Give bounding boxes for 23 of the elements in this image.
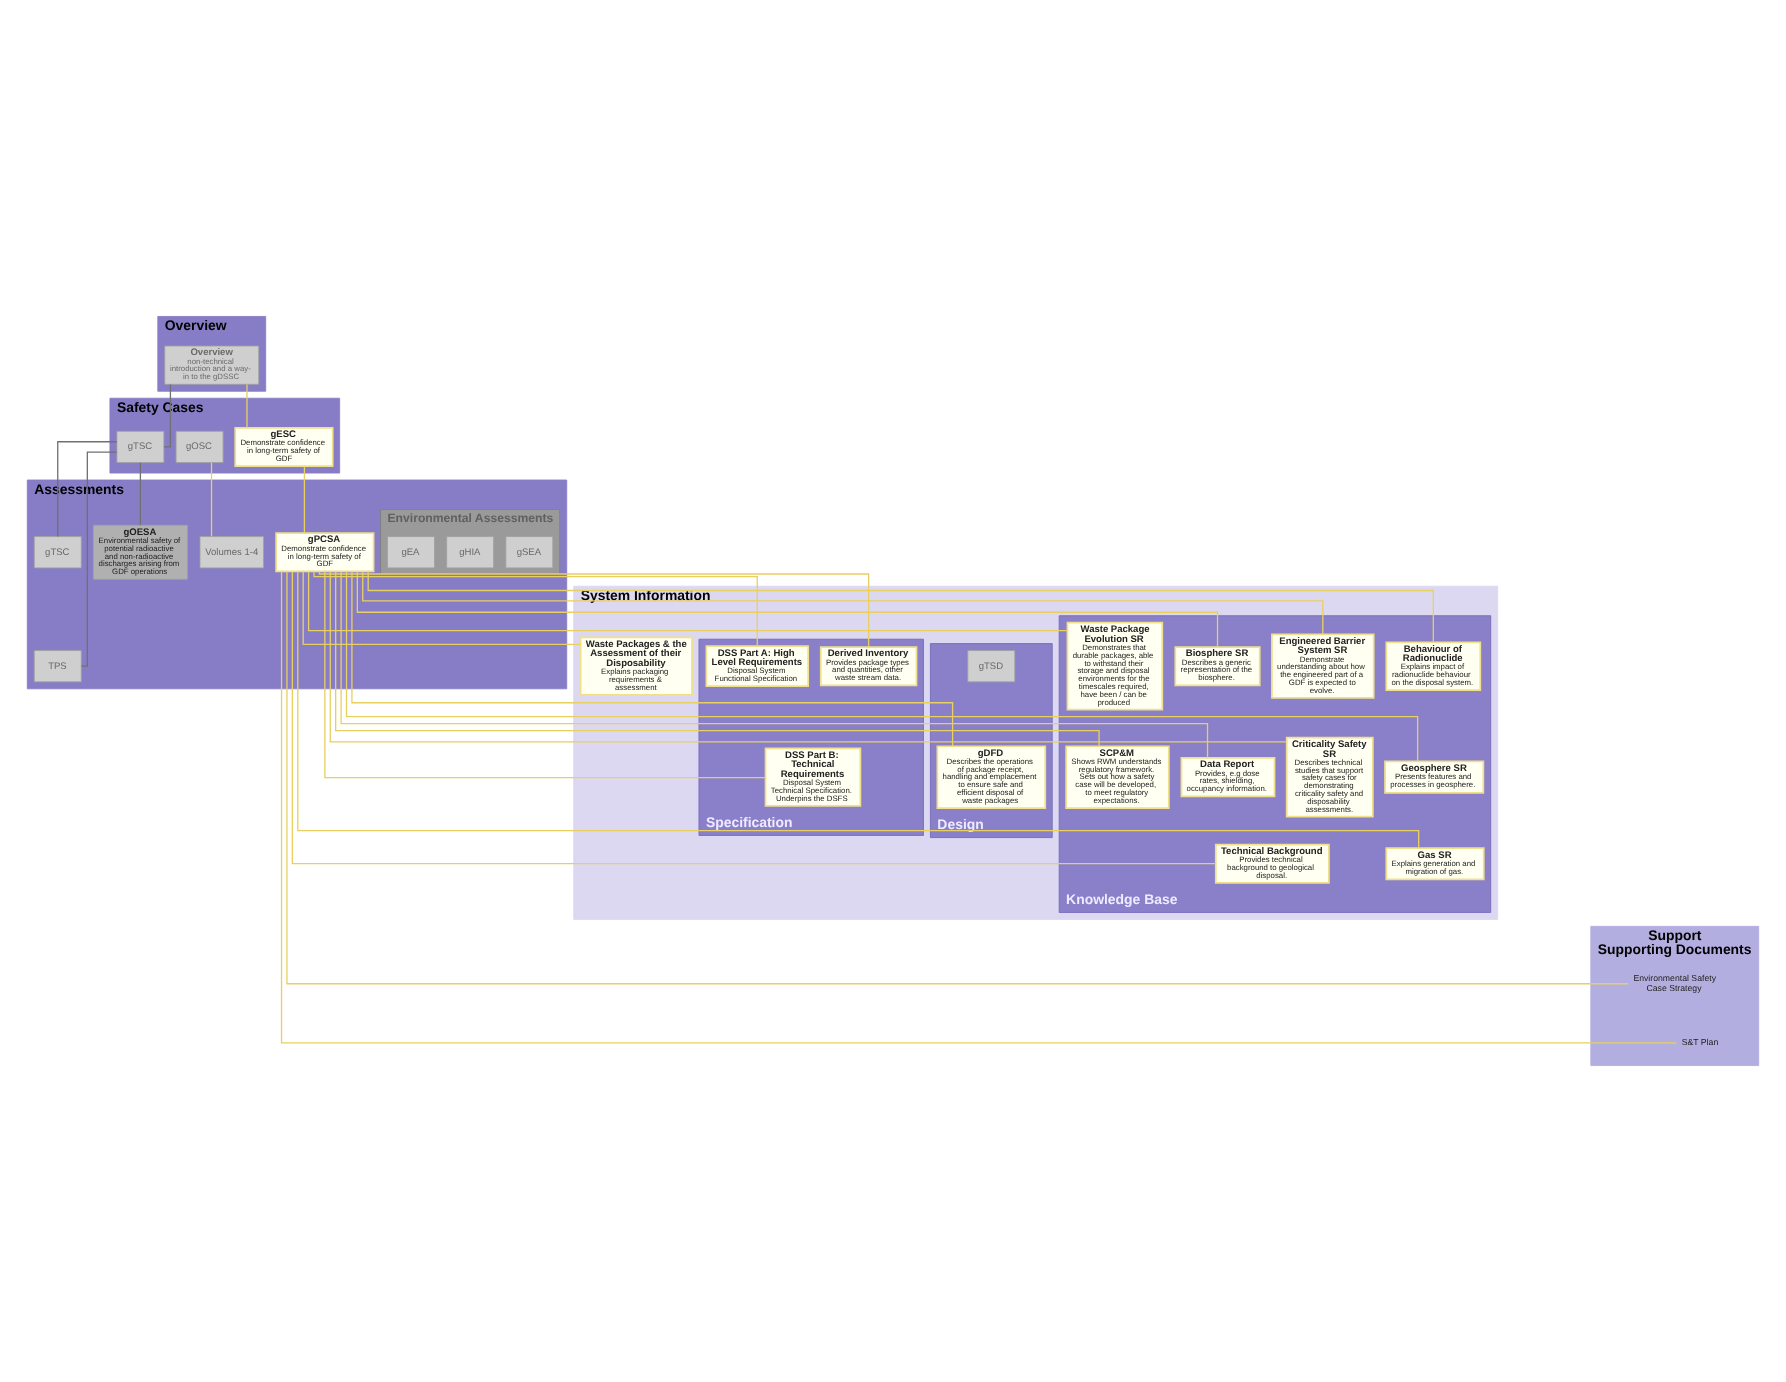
connector: [80, 451, 118, 667]
connector: [356, 570, 1219, 648]
connector: [367, 570, 1434, 643]
connector: [335, 571, 1100, 747]
connector: [246, 383, 248, 429]
connector: [345, 570, 1419, 762]
connector: [362, 570, 1324, 635]
connector: [139, 462, 142, 526]
connector: [280, 570, 1678, 1044]
connector: [302, 570, 582, 646]
connector: [351, 570, 954, 747]
connector: [313, 570, 758, 647]
connector: [303, 465, 306, 534]
connector: [57, 441, 118, 538]
connector: [329, 570, 1288, 743]
connector: [307, 570, 1069, 632]
connector: [291, 570, 1217, 865]
connector: [286, 570, 1629, 985]
connector: [340, 570, 1209, 759]
connector: [163, 383, 172, 448]
connector: [318, 571, 870, 648]
connector: [324, 570, 767, 779]
connector: [210, 462, 213, 537]
